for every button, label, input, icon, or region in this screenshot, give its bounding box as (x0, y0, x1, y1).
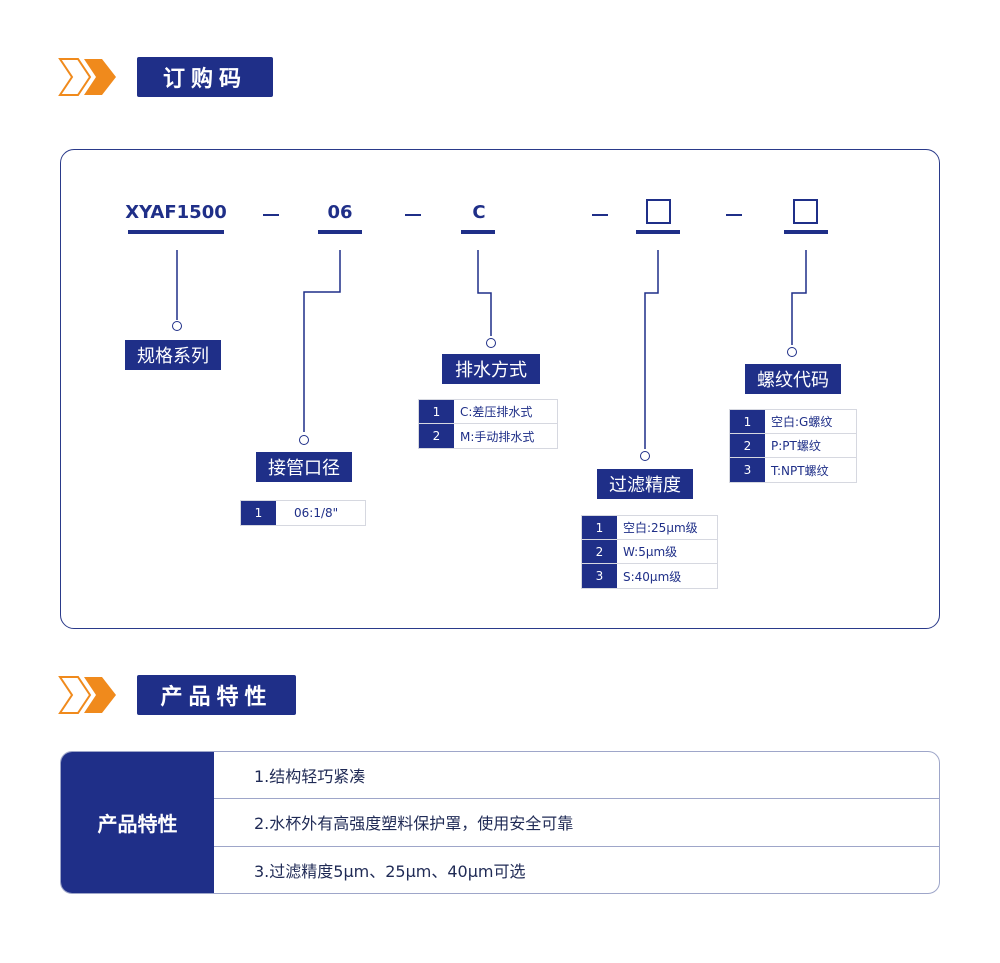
option-row: 3 S:40μm级 (582, 564, 717, 588)
connector-dot (172, 321, 182, 331)
features-list: 1.结构轻巧紧凑 2.水杯外有高强度塑料保护罩，使用安全可靠 3.过滤精度5μm… (214, 752, 939, 893)
label-series: 规格系列 (125, 340, 221, 370)
code-port: 06 (327, 202, 353, 223)
code-separator (592, 214, 608, 216)
option-text: M:手动排水式 (454, 424, 557, 448)
option-row: 1 空白:G螺纹 (730, 410, 856, 434)
code-thread-placeholder (793, 199, 818, 224)
section-title-order-code: 订购码 (137, 57, 273, 97)
label-thread: 螺纹代码 (745, 364, 841, 394)
options-drain: 1 C:差压排水式 2 M:手动排水式 (418, 399, 558, 449)
order-code-panel (60, 149, 940, 629)
option-row: 2 P:PT螺纹 (730, 434, 856, 458)
connector-dot (640, 451, 650, 461)
code-drain: C (472, 202, 486, 223)
option-text: S:40μm级 (617, 564, 717, 588)
connector-lines (176, 250, 807, 449)
feature-item: 3.过滤精度5μm、25μm、40μm可选 (254, 861, 526, 881)
option-text: 空白:G螺纹 (765, 410, 856, 433)
option-text: C:差压排水式 (454, 400, 557, 423)
connector-dot (486, 338, 496, 348)
option-number: 1 (730, 410, 765, 433)
option-row: 3 T:NPT螺纹 (730, 458, 856, 482)
code-filter-placeholder (646, 199, 671, 224)
option-row: 1 C:差压排水式 (419, 400, 557, 424)
option-number: 3 (730, 458, 765, 482)
label-port: 接管口径 (256, 452, 352, 482)
option-text: P:PT螺纹 (765, 434, 856, 457)
feature-item: 1.结构轻巧紧凑 (214, 752, 939, 800)
option-number: 2 (419, 424, 454, 448)
code-underline (461, 230, 495, 234)
label-drain: 排水方式 (442, 354, 540, 384)
option-number: 2 (730, 434, 765, 457)
option-number: 1 (241, 501, 276, 525)
code-underline (318, 230, 362, 234)
option-number: 3 (582, 564, 617, 588)
code-separator (726, 214, 742, 216)
double-chevron-icon (58, 676, 116, 714)
options-port: 1 06:1/8" (240, 500, 366, 526)
code-separator (263, 214, 279, 216)
option-text: 06:1/8" (276, 501, 365, 525)
option-row: 2 W:5μm级 (582, 540, 717, 564)
options-filter: 1 空白:25μm级 2 W:5μm级 3 S:40μm级 (581, 515, 718, 589)
code-separator (405, 214, 421, 216)
option-number: 1 (419, 400, 454, 423)
option-text: T:NPT螺纹 (765, 458, 856, 482)
label-filter: 过滤精度 (597, 469, 693, 499)
feature-item: 2.水杯外有高强度塑料保护罩，使用安全可靠 (214, 799, 939, 847)
option-row: 1 06:1/8" (241, 501, 365, 525)
option-row: 1 空白:25μm级 (582, 516, 717, 540)
code-underline (128, 230, 224, 234)
option-row: 2 M:手动排水式 (419, 424, 557, 448)
features-header: 产品特性 (61, 752, 214, 893)
option-text: 空白:25μm级 (617, 516, 717, 539)
options-thread: 1 空白:G螺纹 2 P:PT螺纹 3 T:NPT螺纹 (729, 409, 857, 483)
option-text: W:5μm级 (617, 540, 717, 563)
code-series: XYAF1500 (125, 202, 227, 223)
code-underline (636, 230, 680, 234)
section-title-features: 产品特性 (137, 675, 296, 715)
option-number: 1 (582, 516, 617, 539)
code-underline (784, 230, 828, 234)
connector-dot (787, 347, 797, 357)
double-chevron-icon (58, 58, 116, 96)
connector-dot (299, 435, 309, 445)
features-table: 产品特性 1.结构轻巧紧凑 2.水杯外有高强度塑料保护罩，使用安全可靠 3.过滤… (60, 751, 940, 894)
option-number: 2 (582, 540, 617, 563)
